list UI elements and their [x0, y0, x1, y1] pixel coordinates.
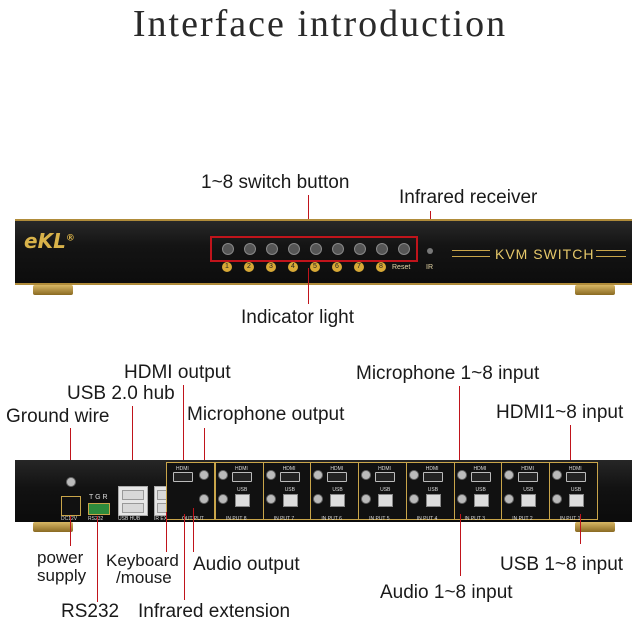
input-usb-label: USB	[571, 487, 581, 493]
switch-button-5[interactable]	[310, 243, 322, 255]
usb-input-port[interactable]	[378, 494, 393, 507]
switch-button-8[interactable]	[376, 243, 388, 255]
ground-screw	[66, 477, 76, 487]
infrared-receiver-window	[427, 248, 433, 254]
label-usb-input: USB 1~8 input	[500, 554, 623, 576]
input-usb-label: USB	[380, 487, 390, 493]
label-infrared-receiver: Infrared receiver	[399, 187, 537, 209]
reset-button[interactable]	[398, 243, 410, 255]
label-audio-input: Audio 1~8 input	[380, 582, 513, 604]
label-microphone-output: Microphone output	[187, 404, 344, 426]
tgr-label: T G R	[89, 494, 108, 501]
usb-input-port[interactable]	[235, 494, 250, 507]
label-infrared-extension: Infrared extension	[138, 601, 290, 623]
usb-input-port[interactable]	[521, 494, 536, 507]
input-usb-label: USB	[332, 487, 342, 493]
brand-logo: eKL®	[24, 229, 75, 253]
switch-button-7[interactable]	[354, 243, 366, 255]
audio-input-jack[interactable]	[218, 494, 228, 504]
back-foot-left	[33, 522, 73, 532]
microphone-input-jack[interactable]	[266, 470, 276, 480]
indicator-light-8: 8	[376, 262, 386, 272]
usb-input-port[interactable]	[330, 494, 345, 507]
audio-input-jack[interactable]	[266, 494, 276, 504]
front-foot-right	[575, 285, 615, 295]
usb-input-port[interactable]	[426, 494, 441, 507]
indicator-light-6: 6	[332, 262, 342, 272]
input-usb-label: USB	[476, 487, 486, 493]
rs232-port[interactable]	[88, 503, 110, 515]
indicator-light-1: 1	[222, 262, 232, 272]
ir-label: IR	[426, 264, 433, 271]
rs232-label: RS232	[88, 516, 103, 522]
input-label: IN PUT 7	[274, 516, 294, 522]
label-power-supply-2: supply	[37, 566, 86, 586]
input-label: IN PUT 8	[226, 516, 246, 522]
indicator-light-3: 3	[266, 262, 276, 272]
microphone-output-jack[interactable]	[199, 470, 209, 480]
input-usb-label: USB	[285, 487, 295, 493]
label-microphone-input: Microphone 1~8 input	[356, 363, 539, 385]
microphone-input-jack[interactable]	[218, 470, 228, 480]
switch-button-2[interactable]	[244, 243, 256, 255]
hdmi-input-port[interactable]	[280, 472, 300, 482]
hdmi-input-port[interactable]	[232, 472, 252, 482]
back-foot-right	[575, 522, 615, 532]
label-audio-output: Audio output	[193, 554, 300, 576]
usb-input-port[interactable]	[569, 494, 584, 507]
switch-button-6[interactable]	[332, 243, 344, 255]
page-title: Interface introduction	[0, 2, 640, 46]
label-hdmi-output: HDMI output	[124, 362, 231, 384]
switch-button-3[interactable]	[266, 243, 278, 255]
input-usb-label: USB	[237, 487, 247, 493]
product-name: KVM SWITCH	[495, 246, 594, 262]
label-switch-button: 1~8 switch button	[201, 172, 349, 194]
hdmi-input-port[interactable]	[423, 472, 443, 482]
audio-output-jack[interactable]	[199, 494, 209, 504]
audio-input-jack[interactable]	[457, 494, 467, 504]
input-label: IN PUT 3	[465, 516, 485, 522]
indicator-light-4: 4	[288, 262, 298, 272]
hdmi-input-port[interactable]	[375, 472, 395, 482]
switch-button-1[interactable]	[222, 243, 234, 255]
indicator-light-5: 5	[310, 262, 320, 272]
label-rs232: RS232	[61, 601, 119, 623]
microphone-input-jack[interactable]	[457, 470, 467, 480]
usb-input-port[interactable]	[474, 494, 489, 507]
usb-hub-label: USB HUB	[118, 516, 140, 522]
audio-input-jack[interactable]	[409, 494, 419, 504]
microphone-input-jack[interactable]	[409, 470, 419, 480]
label-indicator-light: Indicator light	[241, 307, 354, 329]
hdmi-input-port[interactable]	[518, 472, 538, 482]
hdmi-input-port[interactable]	[566, 472, 586, 482]
switch-button-4[interactable]	[288, 243, 300, 255]
indicator-light-7: 7	[354, 262, 364, 272]
input-label: IN PUT 5	[369, 516, 389, 522]
microphone-input-jack[interactable]	[552, 470, 562, 480]
dc-power-port[interactable]	[61, 496, 81, 516]
front-foot-left	[33, 285, 73, 295]
input-usb-label: USB	[428, 487, 438, 493]
input-label: IN PUT 6	[321, 516, 341, 522]
input-label: IN PUT 2	[512, 516, 532, 522]
usb-input-port[interactable]	[283, 494, 298, 507]
label-ground-wire: Ground wire	[6, 406, 110, 428]
hdmi-output-port[interactable]	[173, 472, 193, 482]
input-label: IN PUT 1	[560, 516, 580, 522]
label-hdmi-input: HDMI1~8 input	[496, 402, 623, 424]
input-label: IN PUT 4	[417, 516, 437, 522]
label-usb-hub: USB 2.0 hub	[67, 383, 175, 405]
callout-line-indicator	[308, 268, 309, 304]
reset-label: Reset	[392, 264, 410, 271]
label-power-supply-1: power	[37, 548, 83, 568]
hdmi-input-port[interactable]	[471, 472, 491, 482]
input-usb-label: USB	[523, 487, 533, 493]
label-keyboard-mouse-2: /mouse	[116, 568, 172, 588]
indicator-light-2: 2	[244, 262, 254, 272]
hdmi-input-port[interactable]	[327, 472, 347, 482]
audio-input-jack[interactable]	[552, 494, 562, 504]
